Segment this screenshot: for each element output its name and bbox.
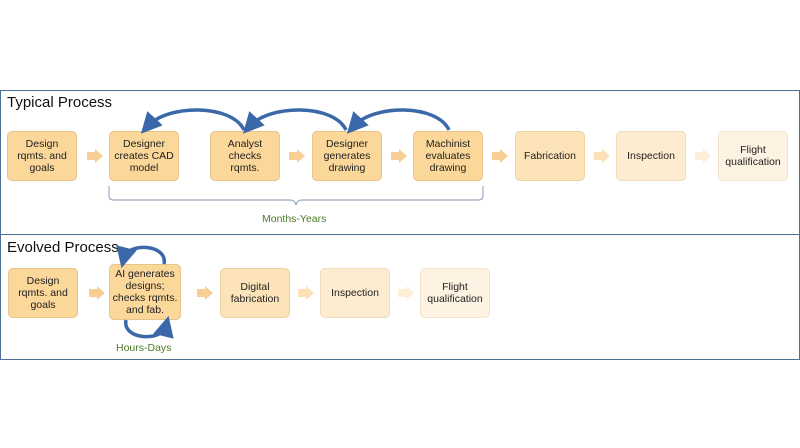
typical-step-analyst-checks: Analyst checks rqmts. — [210, 131, 280, 181]
typical-step-create-cad: Designer creates CAD model — [109, 131, 179, 181]
evolved-step-flight-qualification: Flight qualification — [420, 268, 490, 318]
step-label: Design rqmts. and goals — [18, 275, 68, 311]
evolved-process-title: Evolved Process — [7, 239, 119, 256]
step-label: Flight qualification — [725, 144, 781, 168]
typical-step-machinist-evaluates: Machinist evaluates drawing — [413, 131, 483, 181]
step-label: Designer generates drawing — [323, 138, 371, 174]
step-label: Machinist evaluates drawing — [425, 138, 471, 174]
step-label: Flight qualification — [427, 281, 483, 305]
typical-duration-label: Months-Years — [262, 213, 327, 225]
evolved-step-ai-generates: AI generates designs; checks rqmts. and … — [109, 264, 181, 320]
step-label: Inspection — [331, 287, 379, 299]
typical-process-title: Typical Process — [7, 94, 113, 111]
typical-step-generate-drawing: Designer generates drawing — [312, 131, 382, 181]
step-label: Design rqmts. and goals — [17, 138, 67, 174]
evolved-step-digital-fabrication: Digital fabrication — [220, 268, 290, 318]
step-label: Digital fabrication — [230, 281, 280, 305]
typical-step-fabrication: Fabrication — [515, 131, 585, 181]
evolved-step-design-requirements: Design rqmts. and goals — [8, 268, 78, 318]
step-label: AI generates designs; checks rqmts. and … — [112, 268, 178, 316]
step-label: Fabrication — [524, 150, 576, 162]
typical-step-design-requirements: Design rqmts. and goals — [7, 131, 77, 181]
step-label: Designer creates CAD model — [114, 138, 174, 174]
typical-step-inspection: Inspection — [616, 131, 686, 181]
evolved-duration-label: Hours-Days — [116, 342, 172, 354]
step-label: Inspection — [627, 150, 675, 162]
step-label: Analyst checks rqmts. — [227, 138, 263, 174]
typical-step-flight-qualification: Flight qualification — [718, 131, 788, 181]
evolved-step-inspection: Inspection — [320, 268, 390, 318]
